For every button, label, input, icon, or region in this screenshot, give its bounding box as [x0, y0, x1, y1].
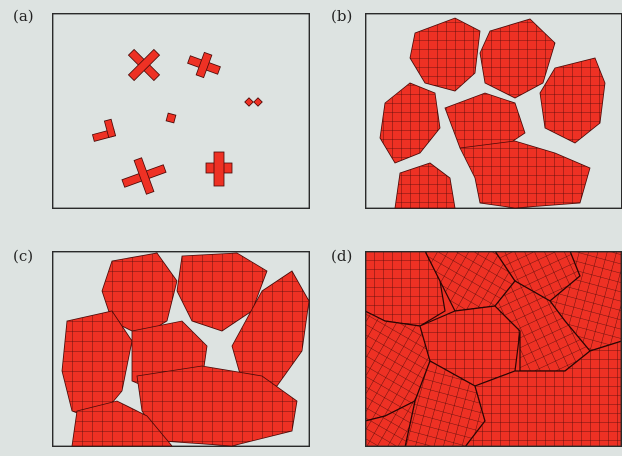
panel-label-a: (a): [13, 9, 34, 24]
panel-b: [365, 13, 622, 209]
panel-a: [52, 13, 310, 209]
panel-d: [365, 251, 622, 447]
panel-label-c: (c): [13, 249, 33, 264]
panel-c: [52, 251, 310, 447]
panel-label-d: (d): [331, 249, 352, 264]
nucleus-5: [166, 113, 176, 123]
panel-label-b: (b): [331, 9, 352, 24]
